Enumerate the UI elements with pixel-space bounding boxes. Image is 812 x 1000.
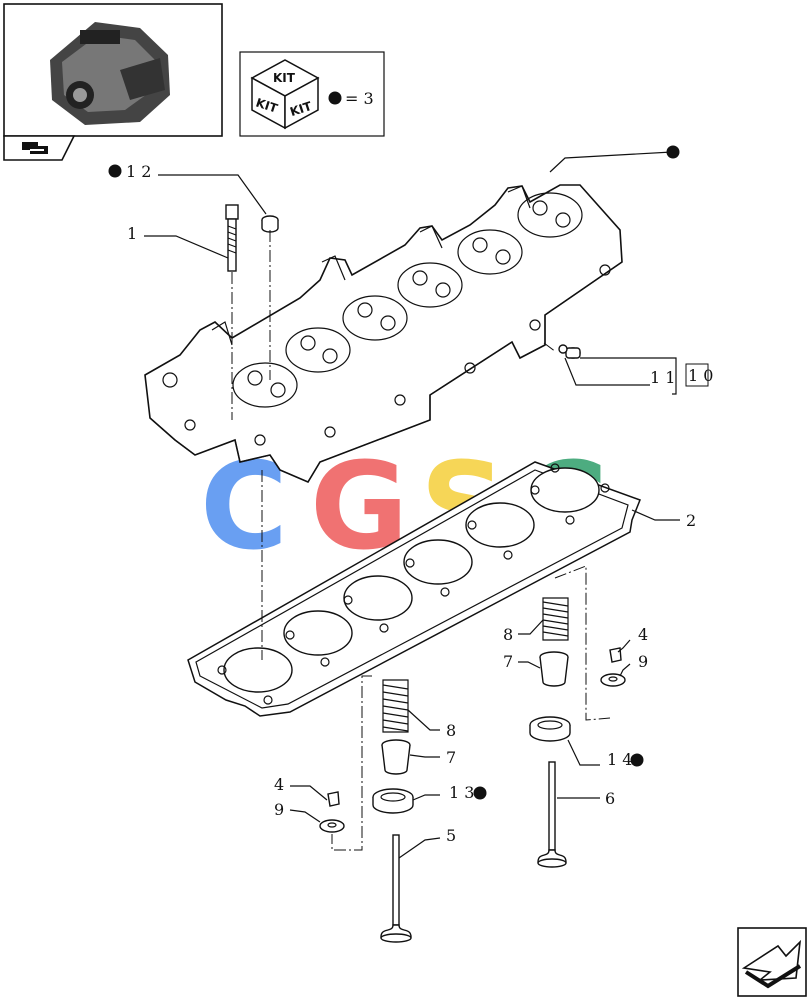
- valve-seat-insert-left[interactable]: [372, 788, 414, 814]
- fitting[interactable]: [558, 344, 581, 359]
- plug[interactable]: [261, 215, 279, 233]
- callout-13[interactable]: 1 3: [449, 783, 474, 802]
- callout-7-right[interactable]: 7: [503, 652, 513, 671]
- assembly-lines: [231, 230, 611, 851]
- callout-9-left[interactable]: 9: [274, 800, 284, 819]
- callout-2[interactable]: 2: [686, 511, 696, 530]
- callout-12[interactable]: 1 2: [126, 162, 151, 181]
- callout-9-right[interactable]: 9: [638, 652, 648, 671]
- kit-quantity: = 3: [345, 89, 374, 108]
- gasket-bores: [223, 467, 600, 693]
- cylinder-head-side-holes: [162, 264, 611, 446]
- callout-labels: 1 2 1 1 1 1 0 2 8 7 4 9 1 4 6 8 7 4 9 1 …: [126, 162, 713, 845]
- callout-11[interactable]: 1 1: [650, 368, 675, 387]
- callout-5[interactable]: 5: [446, 826, 456, 845]
- kit-label-top: KIT: [273, 71, 296, 85]
- kit-marker-dot-icon: [328, 91, 342, 105]
- kit-label-left: KIT: [254, 95, 280, 115]
- head-gasket[interactable]: [187, 461, 641, 717]
- engine-thumbnail[interactable]: [3, 3, 223, 161]
- callout-8-left[interactable]: 8: [446, 721, 456, 740]
- valve-seat-insert-right[interactable]: [529, 716, 571, 742]
- gasket-bolt-holes: [217, 463, 610, 705]
- marker-dots: [108, 145, 680, 800]
- callout-1[interactable]: 1: [127, 224, 137, 243]
- valve-keeper-right[interactable]: [609, 647, 622, 663]
- kit-dot-14-icon: [630, 753, 644, 767]
- exhaust-valve[interactable]: [537, 761, 567, 868]
- kit-dot-12-icon: [108, 164, 122, 178]
- callout-10[interactable]: 1 0: [688, 366, 713, 385]
- spring-retainer-left[interactable]: [319, 819, 345, 833]
- return-arrow-icon[interactable]: [22, 142, 48, 154]
- callout-8-right[interactable]: 8: [503, 625, 513, 644]
- valve-stem-seal-left[interactable]: [381, 739, 411, 775]
- callout-4-left[interactable]: 4: [274, 775, 284, 794]
- spring-retainer-right[interactable]: [600, 673, 626, 687]
- next-page-arrow-icon: [741, 939, 802, 989]
- bracket-line: [580, 357, 677, 395]
- valve-stem-seal-right[interactable]: [539, 651, 569, 687]
- kit-dot-13-icon: [473, 786, 487, 800]
- engine-thumbnail-image: [50, 22, 170, 125]
- kit-dot-head-icon: [666, 145, 680, 159]
- valve-spring-left[interactable]: [382, 679, 409, 733]
- callout-7-left[interactable]: 7: [446, 748, 456, 767]
- callout-14[interactable]: 1 4: [607, 750, 632, 769]
- cylinder-head-valve-pockets: [232, 192, 583, 408]
- callout-4-right[interactable]: 4: [638, 625, 648, 644]
- kit-label-right: KIT: [288, 99, 314, 119]
- head-bolt[interactable]: [225, 204, 239, 272]
- kit-legend: KIT KIT KIT = 3: [239, 51, 385, 137]
- callout-6[interactable]: 6: [605, 789, 615, 808]
- intake-valve[interactable]: [380, 834, 412, 943]
- next-page-nav[interactable]: [737, 927, 807, 997]
- ref-box-10: [685, 363, 709, 387]
- kit-cube-icon: KIT KIT KIT: [250, 59, 320, 130]
- cylinder-head[interactable]: [144, 184, 623, 484]
- valve-spring-right[interactable]: [542, 597, 569, 641]
- valve-keeper-left[interactable]: [327, 791, 340, 807]
- leader-lines: [144, 151, 680, 859]
